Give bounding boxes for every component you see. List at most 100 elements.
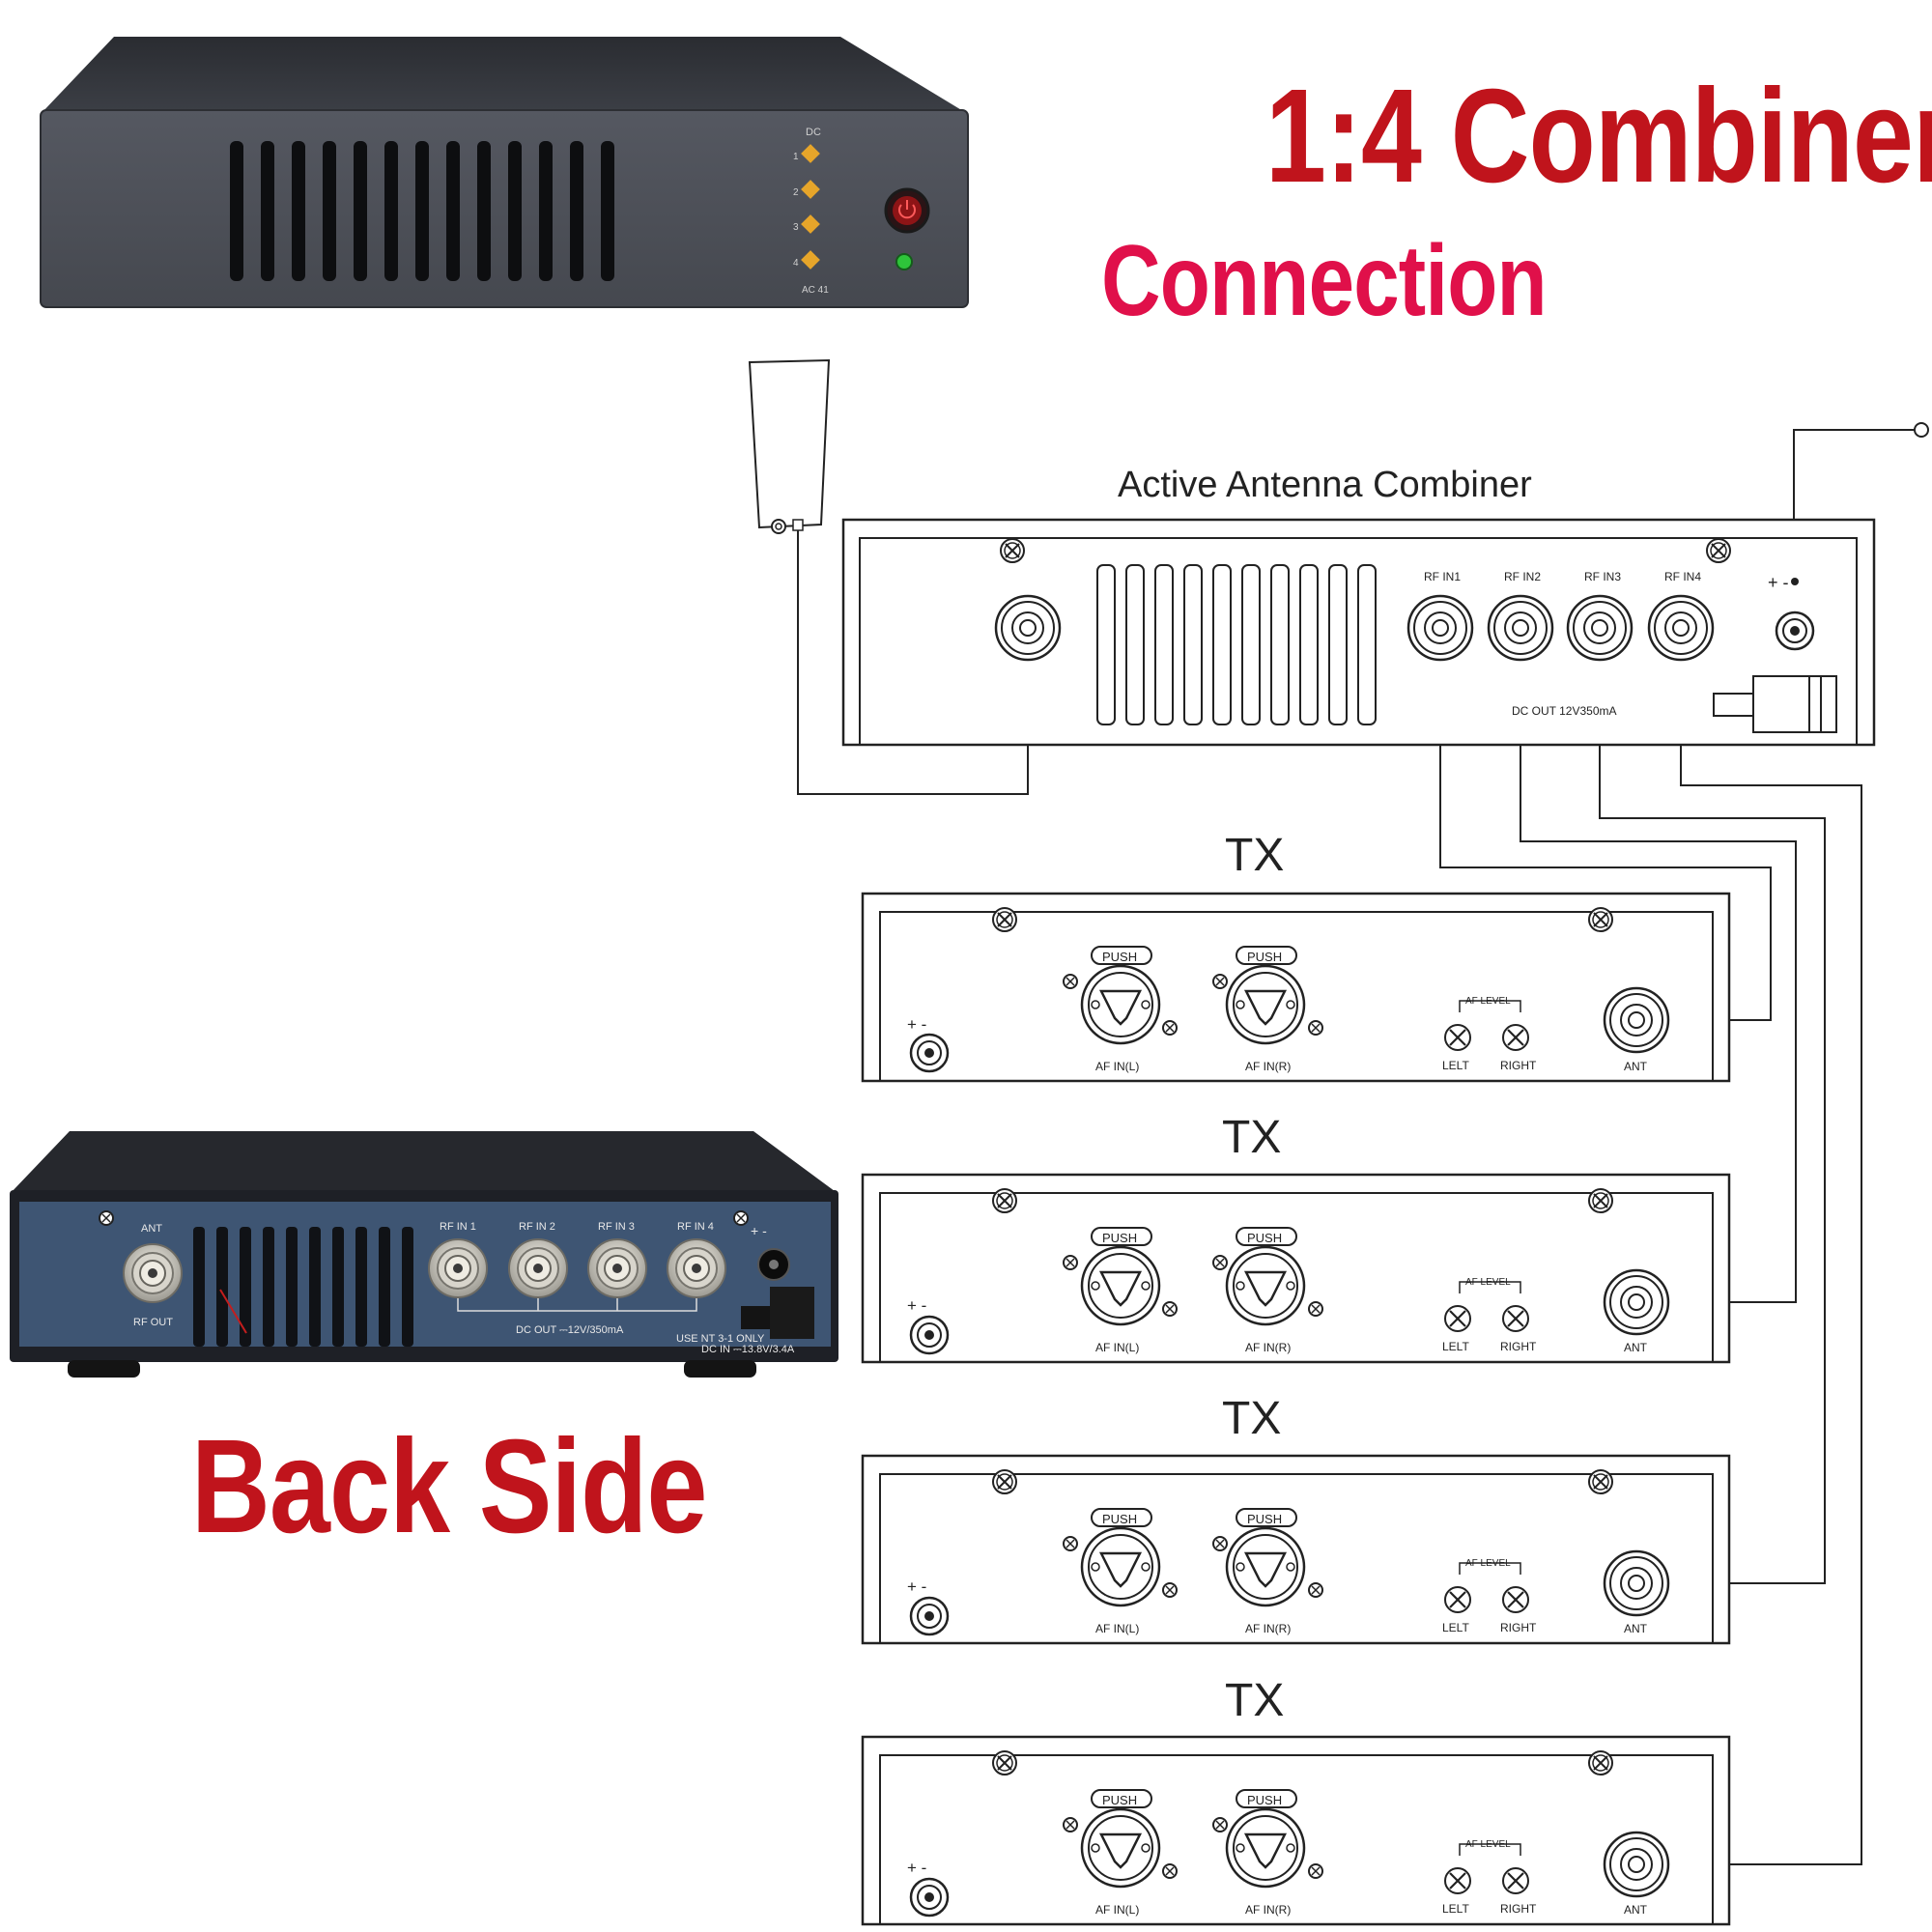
back-foot-left — [68, 1360, 140, 1378]
svg-text:RF OUT: RF OUT — [133, 1317, 173, 1328]
power-icon — [898, 200, 916, 219]
combiner-dc-jack: + - — [1768, 573, 1815, 651]
combiner-vent-slots — [1096, 564, 1377, 725]
svg-text:AF IN(L): AF IN(L) — [1095, 1060, 1139, 1073]
af-in-left-connector: PUSH AF IN(L) — [1063, 1508, 1178, 1635]
dc-jack — [909, 1033, 950, 1073]
rf-in3-cable — [1599, 661, 1826, 1584]
svg-text:PUSH: PUSH — [1247, 1512, 1282, 1526]
front-device-photo: DC 1 2 3 4 AC 41 — [40, 37, 969, 308]
model-label: AC 41 — [802, 285, 829, 296]
tx-title: TX — [1225, 830, 1284, 881]
back-dc-in-label: DC IN ⎓13.8V/3.4A — [701, 1344, 795, 1355]
back-dc-out-label: DC OUT ⎓12V/350mA — [516, 1324, 624, 1336]
combiner-antenna-port — [994, 594, 1062, 662]
power-label: + - — [907, 1015, 926, 1034]
power-label: + - — [907, 1577, 926, 1596]
rf-in3-port: RF IN3 — [1566, 570, 1634, 662]
svg-text:LELT: LELT — [1442, 1340, 1469, 1353]
power-plug-end — [1914, 422, 1929, 438]
svg-text:AF IN(L): AF IN(L) — [1095, 1622, 1139, 1635]
right-level-knob[interactable] — [1501, 1304, 1530, 1333]
back-dc-jack: + - — [751, 1223, 790, 1281]
right-level-knob[interactable] — [1501, 1866, 1530, 1895]
svg-text:RF IN 2: RF IN 2 — [519, 1221, 555, 1233]
rf-in2-cable — [1520, 661, 1797, 1303]
back-rf-in2-port: RF IN 2 — [508, 1221, 568, 1298]
svg-text:ANT: ANT — [1624, 1060, 1648, 1073]
svg-text:RF IN 4: RF IN 4 — [677, 1221, 714, 1233]
svg-text:1: 1 — [793, 152, 799, 162]
svg-text:3: 3 — [793, 222, 799, 233]
power-button[interactable] — [884, 187, 930, 234]
combiner-screw-right — [1706, 538, 1731, 563]
svg-text:RF IN4: RF IN4 — [1664, 570, 1701, 583]
svg-text:RF IN1: RF IN1 — [1424, 570, 1461, 583]
rf-in1-cable — [1439, 661, 1772, 1021]
svg-text:RF IN 3: RF IN 3 — [598, 1221, 635, 1233]
svg-text:PUSH: PUSH — [1102, 950, 1137, 964]
svg-text:LELT: LELT — [1442, 1059, 1469, 1072]
svg-text:2: 2 — [793, 187, 799, 198]
left-level-knob[interactable] — [1443, 1585, 1472, 1614]
svg-text:ANT: ANT — [1624, 1341, 1648, 1354]
back-rf-in3-port: RF IN 3 — [587, 1221, 647, 1298]
af-in-right-connector: PUSH AF IN(R) — [1212, 1508, 1323, 1635]
ant-port: ANT — [1603, 1831, 1670, 1917]
back-rf-in4-port: RF IN 4 — [667, 1221, 726, 1298]
af-level-controls: AF LEVEL LELT RIGHT — [1442, 1839, 1537, 1916]
svg-text:PUSH: PUSH — [1102, 1512, 1137, 1526]
svg-text:AF LEVEL: AF LEVEL — [1465, 1839, 1511, 1850]
combiner-power-switch — [1713, 675, 1837, 733]
back-rf-in1-port: RF IN 1 — [428, 1221, 488, 1298]
antenna — [748, 358, 831, 534]
svg-text:+ -: + - — [1768, 573, 1789, 592]
power-label: + - — [907, 1859, 926, 1877]
back-power-switch — [741, 1287, 814, 1339]
svg-text:+ -: + - — [751, 1223, 767, 1238]
svg-text:AF IN(R): AF IN(R) — [1245, 1060, 1291, 1073]
tx-title: TX — [1222, 1112, 1281, 1163]
svg-text:RF IN2: RF IN2 — [1504, 570, 1541, 583]
svg-text:PUSH: PUSH — [1247, 1231, 1282, 1245]
svg-text:PUSH: PUSH — [1102, 1231, 1137, 1245]
dc-jack — [909, 1596, 950, 1636]
svg-text:ANT: ANT — [1624, 1622, 1648, 1635]
front-vent-slots — [230, 141, 614, 281]
svg-text:LELT: LELT — [1442, 1902, 1469, 1916]
svg-text:4: 4 — [793, 258, 799, 269]
right-level-knob[interactable] — [1501, 1023, 1530, 1052]
svg-text:RIGHT: RIGHT — [1500, 1902, 1537, 1916]
led-4: 4 — [793, 250, 820, 270]
back-side-title: Back Side — [191, 1412, 707, 1561]
svg-text:AF IN(R): AF IN(R) — [1245, 1903, 1291, 1917]
combiner-dc-out-label: DC OUT 12V350mA — [1512, 704, 1617, 718]
svg-text:PUSH: PUSH — [1247, 1793, 1282, 1807]
power-label: + - — [907, 1296, 926, 1315]
left-level-knob[interactable] — [1443, 1023, 1472, 1052]
right-level-knob[interactable] — [1501, 1585, 1530, 1614]
svg-text:RIGHT: RIGHT — [1500, 1340, 1537, 1353]
ant-port: ANT — [1603, 1549, 1670, 1635]
left-level-knob[interactable] — [1443, 1866, 1472, 1895]
af-in-right-connector: PUSH AF IN(R) — [1212, 1789, 1323, 1917]
rf-in2-port: RF IN2 — [1487, 570, 1554, 662]
combiner-drawing: Active Antenna Combiner RF IN1 RF IN2 RF… — [841, 465, 1876, 747]
svg-text:AF IN(R): AF IN(R) — [1245, 1622, 1291, 1635]
combiner-title: Active Antenna Combiner — [1118, 465, 1532, 505]
combiner-screw-left — [1000, 538, 1025, 563]
svg-text:ANT: ANT — [1624, 1903, 1648, 1917]
svg-text:AF IN(R): AF IN(R) — [1245, 1341, 1291, 1354]
left-level-knob[interactable] — [1443, 1304, 1472, 1333]
rf-in4-port: RF IN4 — [1647, 570, 1715, 662]
svg-text:RF IN3: RF IN3 — [1584, 570, 1621, 583]
dc-jack — [909, 1877, 950, 1918]
svg-text:AF LEVEL: AF LEVEL — [1465, 1558, 1511, 1569]
